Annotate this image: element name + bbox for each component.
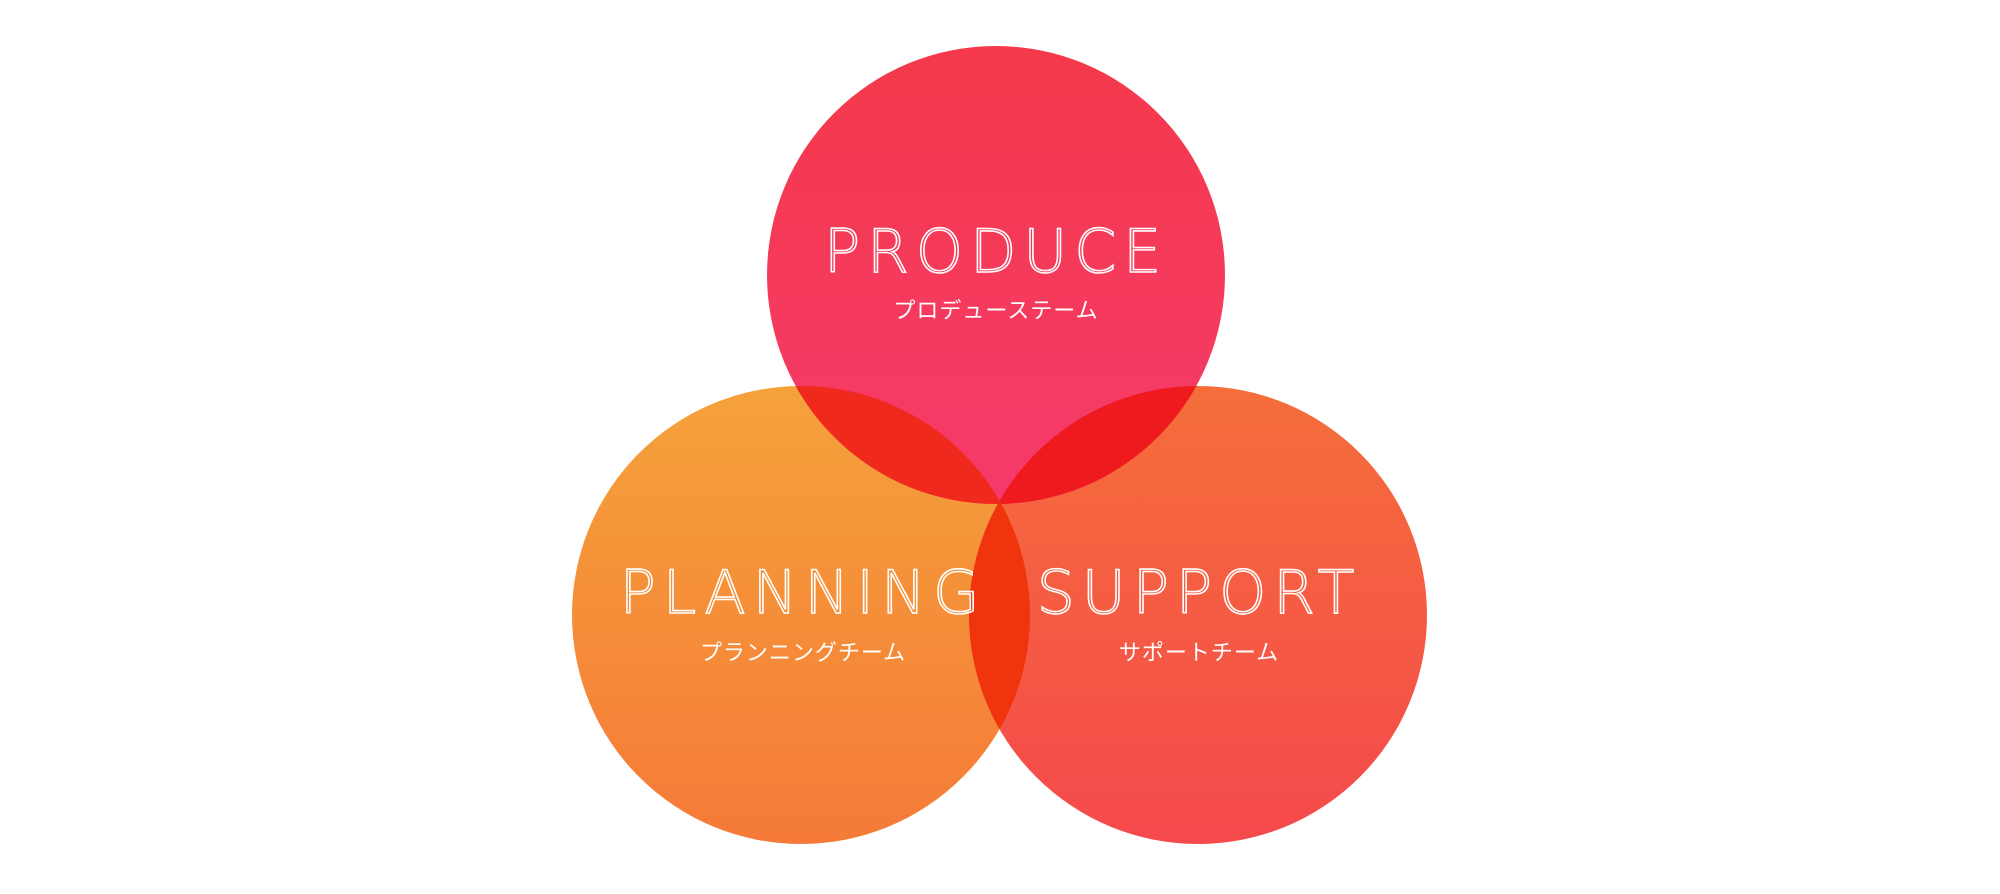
circle-produce [767,46,1225,504]
produce-subtitle: プロデューステーム [893,299,1098,324]
support-subtitle: サポートチーム [1119,641,1279,666]
planning-title: PLANNING [620,558,987,628]
planning-subtitle: プランニングチーム [700,641,906,666]
circle-planning [572,386,1030,844]
circle-support [969,386,1427,844]
produce-title: PRODUCE [824,217,1168,287]
support-title: SUPPORT [1037,558,1362,628]
